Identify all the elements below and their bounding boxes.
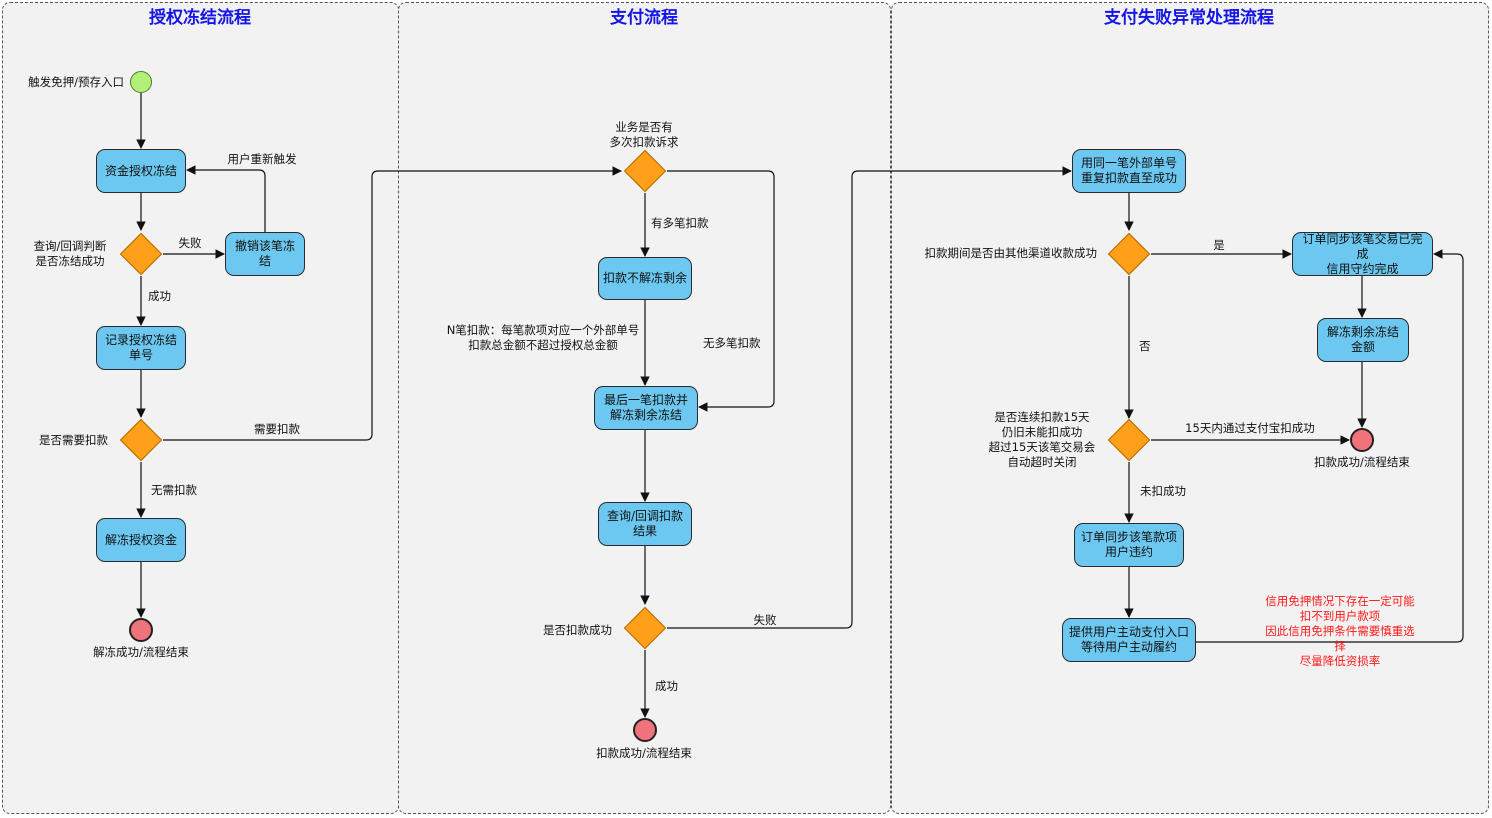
label-pay-fail: 失败	[753, 613, 777, 627]
label-pay-success: 成功	[655, 679, 678, 693]
label-user-retrigger: 用户重新触发	[227, 152, 297, 166]
node-cancel: 撤销该笔冻结	[225, 232, 305, 276]
lane-fail	[891, 2, 1489, 814]
label-multi-no: 无多笔扣款	[703, 336, 761, 350]
edge-manual-syncdone	[1196, 249, 1464, 643]
lane-title-fail: 支付失败异常处理流程	[1104, 8, 1274, 28]
label-days-q: 是否连续扣款15天 仍旧未能扣成功 超过15天该笔交易会 自动超时关闭	[988, 410, 1096, 469]
label-multi-yes: 有多笔扣款	[651, 216, 709, 230]
label-need-q: 是否需要扣款	[39, 433, 108, 447]
node-retry: 用同一笔外部单号 重复扣款直至成功	[1072, 149, 1186, 193]
lane-auth	[2, 2, 399, 814]
edge-multi-last	[667, 170, 775, 412]
label-end-unfreeze: 解冻成功/流程结束	[93, 645, 189, 659]
label-other-no: 否	[1139, 339, 1151, 353]
edge-paydec-retry	[667, 166, 1072, 629]
label-success1: 成功	[148, 289, 171, 303]
end-node-fail	[1350, 428, 1374, 452]
label-fail1: 失败	[178, 236, 202, 250]
label-pay-q: 是否扣款成功	[543, 623, 612, 637]
node-freeze: 资金授权冻结	[96, 149, 186, 193]
edge-cancel-freeze	[186, 165, 266, 232]
end-node-unfreeze	[129, 618, 153, 642]
node-sync-default: 订单同步该笔款项 用户违约	[1074, 523, 1184, 567]
label-need-yes: 需要扣款	[254, 422, 300, 436]
label-days-no: 未扣成功	[1140, 484, 1186, 498]
lane-title-auth: 授权冻结流程	[149, 8, 251, 28]
warning-note: 信用免押情况下存在一定可能扣不到用户款项 因此信用免押条件需要慎重选择 尽量降低…	[1265, 594, 1415, 668]
label-query-freeze: 查询/回调判断 是否冻结成功	[33, 239, 107, 268]
label-other-q: 扣款期间是否由其他渠道收款成功	[924, 246, 1098, 260]
lane-title-pay: 支付流程	[610, 8, 678, 28]
label-days-yes: 15天内通过支付宝扣成功	[1185, 421, 1315, 435]
start-node	[130, 71, 152, 93]
node-unfreeze-rest: 解冻剩余冻结 金额	[1317, 318, 1409, 362]
label-entry: 触发免押/预存入口	[28, 75, 124, 89]
edge-need-multi	[163, 166, 622, 441]
node-unfreeze: 解冻授权资金	[96, 518, 186, 562]
node-sync-done: 订单同步该笔交易已完成 信用守约完成	[1292, 232, 1433, 276]
end-node-pay	[633, 718, 657, 742]
label-need-no: 无需扣款	[151, 483, 197, 497]
node-deduct-keep: 扣款不解冻剩余	[598, 257, 692, 300]
label-multi-q: 业务是否有 多次扣款诉求	[609, 120, 679, 149]
label-end-pay: 扣款成功/流程结束	[596, 746, 692, 760]
label-end-fail: 扣款成功/流程结束	[1314, 455, 1410, 469]
label-other-yes: 是	[1213, 238, 1225, 252]
node-manual-pay: 提供用户主动支付入口 等待用户主动履约	[1062, 618, 1196, 662]
node-record: 记录授权冻结 单号	[96, 326, 186, 370]
label-n-note: N笔扣款：每笔款项对应一个外部单号 扣款总金额不超过授权总金额	[446, 323, 640, 352]
node-query-result: 查询/回调扣款 结果	[598, 502, 692, 546]
node-last-deduct: 最后一笔扣款并 解冻剩余冻结	[594, 386, 698, 430]
